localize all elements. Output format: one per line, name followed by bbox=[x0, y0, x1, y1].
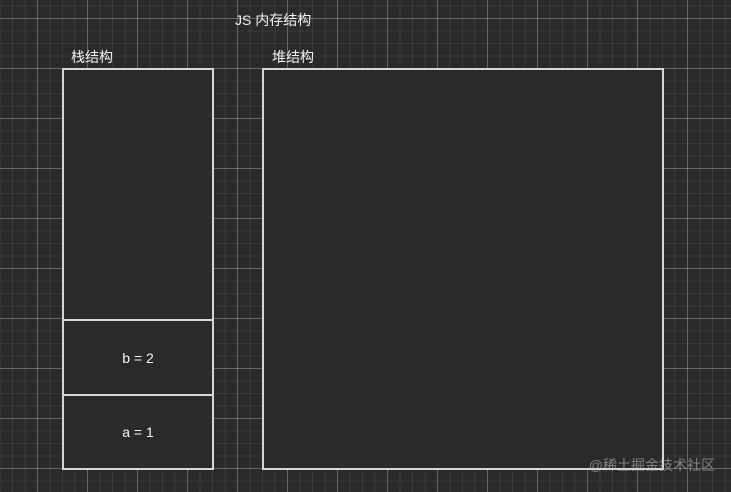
stack-cell-b: b = 2 bbox=[64, 319, 212, 394]
watermark: @稀土掘金技术社区 bbox=[588, 457, 715, 473]
stack-cell-a: a = 1 bbox=[64, 394, 212, 468]
diagram-title: JS 内存结构 bbox=[235, 12, 312, 28]
stack-label: 栈结构 bbox=[71, 49, 113, 65]
stack-cell-text: a = 1 bbox=[122, 424, 154, 440]
heap-box bbox=[262, 68, 664, 470]
stack-box: b = 2 a = 1 bbox=[62, 68, 214, 470]
heap-label: 堆结构 bbox=[272, 49, 314, 65]
stack-cell-text: b = 2 bbox=[122, 349, 154, 366]
